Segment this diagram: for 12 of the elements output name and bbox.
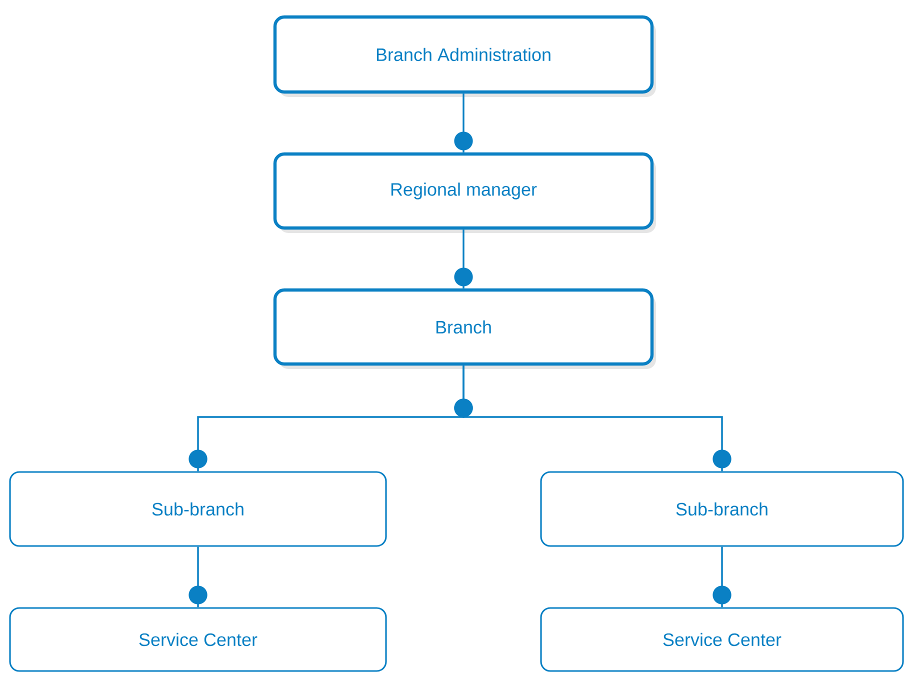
org-box: Service Center bbox=[9, 607, 387, 672]
org-box: Regional manager bbox=[273, 152, 654, 230]
org-box: Branch bbox=[273, 288, 654, 366]
connector bbox=[454, 94, 473, 152]
connector bbox=[712, 546, 732, 608]
org-box: Sub-branch bbox=[9, 471, 387, 547]
connector bbox=[454, 230, 473, 288]
org-box: Branch Administration bbox=[273, 15, 654, 94]
org-box: Sub-branch bbox=[540, 471, 904, 547]
connector bbox=[188, 546, 208, 608]
connector bbox=[454, 366, 732, 472]
org-box: Service Center bbox=[540, 607, 904, 672]
